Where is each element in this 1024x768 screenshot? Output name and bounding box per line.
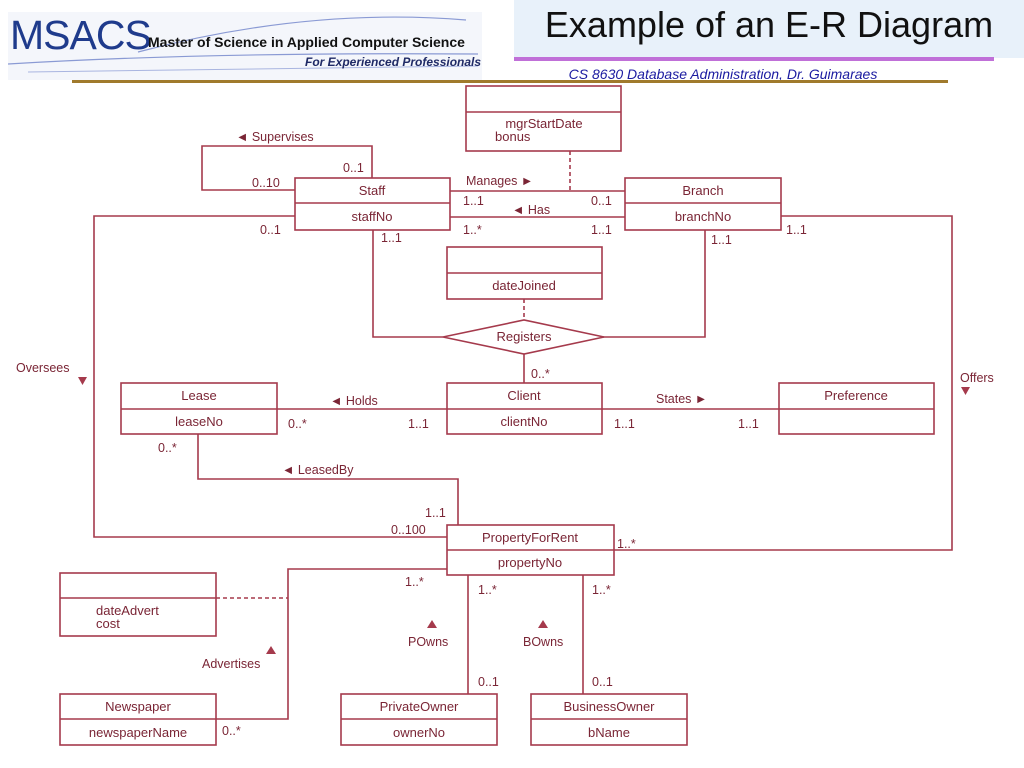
mult-offers-property: 1..* bbox=[617, 537, 636, 551]
mult-advertises-property: 1..* bbox=[405, 575, 424, 589]
title-banner bbox=[514, 0, 1024, 58]
advertises-label: Advertises bbox=[202, 657, 260, 671]
offers-label: Offers bbox=[960, 371, 994, 385]
mult-staff-left: 0..1 bbox=[260, 223, 281, 237]
property-key: propertyNo bbox=[498, 555, 562, 570]
property-name: PropertyForRent bbox=[482, 530, 578, 545]
mult-branch-offers: 1..1 bbox=[786, 223, 807, 237]
mult-private-owner: 0..1 bbox=[478, 675, 499, 689]
preference-name: Preference bbox=[824, 388, 888, 403]
mult-manages-branch: 0..1 bbox=[591, 194, 612, 208]
newspaper-key: newspaperName bbox=[89, 725, 187, 740]
mult-manages-staff: 1..1 bbox=[463, 194, 484, 208]
header-divider bbox=[72, 80, 948, 83]
staff-name: Staff bbox=[359, 183, 386, 198]
staff-key: staffNo bbox=[352, 209, 393, 224]
branch-name: Branch bbox=[682, 183, 723, 198]
logo-acronym: MSACS bbox=[10, 12, 152, 58]
private-owner-key: ownerNo bbox=[393, 725, 445, 740]
branch-entity bbox=[624, 177, 782, 231]
mult-branch-registers: 1..1 bbox=[711, 233, 732, 247]
mult-oversees-property: 0..100 bbox=[391, 523, 426, 537]
mult-supervises-top: 0..1 bbox=[343, 161, 364, 175]
offers-arrow-icon bbox=[961, 387, 970, 395]
mult-states-client: 1..1 bbox=[614, 417, 635, 431]
registers-diamond bbox=[442, 319, 605, 355]
slide-title: Example of an E-R Diagram bbox=[544, 4, 994, 45]
staff-entity bbox=[294, 177, 451, 231]
mult-holds-lease: 0..* bbox=[288, 417, 307, 431]
mult-staff-registers: 1..1 bbox=[381, 231, 402, 245]
advertises-arrow-icon bbox=[266, 646, 276, 654]
bowns-label: BOwns bbox=[523, 635, 563, 649]
mult-leasedby-property: 1..1 bbox=[425, 506, 446, 520]
registers-staff-line bbox=[372, 230, 443, 338]
manages-attr-box bbox=[465, 85, 622, 152]
leasedby-line bbox=[197, 434, 459, 525]
oversees-arrow-icon bbox=[78, 377, 87, 385]
attr-mgrstartdate: mgrStartDate bbox=[505, 116, 582, 131]
advertises-line bbox=[216, 568, 447, 720]
mult-lease-leasedby: 0..* bbox=[158, 441, 177, 455]
client-key: clientNo bbox=[501, 414, 548, 429]
lease-name: Lease bbox=[181, 388, 216, 403]
business-owner-key: bName bbox=[588, 725, 630, 740]
advert-attr-box bbox=[59, 572, 217, 637]
mult-has-staff: 1..* bbox=[463, 223, 482, 237]
registers-label: Registers bbox=[497, 329, 552, 344]
mult-has-branch: 1..1 bbox=[591, 223, 612, 237]
mult-business-owner: 0..1 bbox=[592, 675, 613, 689]
bowns-arrow-icon bbox=[538, 620, 548, 628]
registers-branch-line bbox=[603, 230, 706, 338]
mult-registers-client: 0..* bbox=[531, 367, 550, 381]
mult-supervises-bottom: 0..10 bbox=[252, 176, 280, 190]
manages-label: Manages ► bbox=[466, 174, 533, 188]
logo-subtitle: For Experienced Professionals bbox=[305, 55, 482, 69]
supervises-line bbox=[201, 145, 373, 191]
attr-dateadvert: dateAdvert bbox=[96, 603, 159, 618]
powns-label: POwns bbox=[408, 635, 448, 649]
mult-powns-property: 1..* bbox=[478, 583, 497, 597]
has-label: ◄ Has bbox=[512, 203, 550, 217]
leasedby-label: ◄ LeasedBy bbox=[282, 463, 354, 477]
powns-arrow-icon bbox=[427, 620, 437, 628]
logo-swoosh bbox=[8, 16, 479, 73]
mult-states-pref: 1..1 bbox=[738, 417, 759, 431]
attr-datejoined: dateJoined bbox=[492, 278, 556, 293]
holds-label: ◄ Holds bbox=[330, 394, 378, 408]
supervises-label: ◄ Supervises bbox=[236, 130, 314, 144]
title-underline bbox=[514, 57, 994, 61]
oversees-label: Oversees bbox=[16, 361, 70, 375]
course-subtitle: CS 8630 Database Administration, Dr. Gui… bbox=[568, 66, 878, 82]
oversees-line bbox=[93, 215, 447, 538]
client-name: Client bbox=[507, 388, 541, 403]
private-owner-name: PrivateOwner bbox=[380, 699, 459, 714]
lease-key: leaseNo bbox=[175, 414, 223, 429]
attr-bonus: bonus bbox=[495, 129, 531, 144]
branch-key: branchNo bbox=[675, 209, 731, 224]
mult-bowns-property: 1..* bbox=[592, 583, 611, 597]
mult-holds-client: 1..1 bbox=[408, 417, 429, 431]
logo-title: Master of Science in Applied Computer Sc… bbox=[148, 34, 465, 50]
newspaper-name: Newspaper bbox=[105, 699, 171, 714]
attr-cost: cost bbox=[96, 616, 120, 631]
mult-newspaper-advertises: 0..* bbox=[222, 724, 241, 738]
states-label: States ► bbox=[656, 392, 707, 406]
business-owner-name: BusinessOwner bbox=[563, 699, 655, 714]
offers-line bbox=[614, 215, 953, 551]
